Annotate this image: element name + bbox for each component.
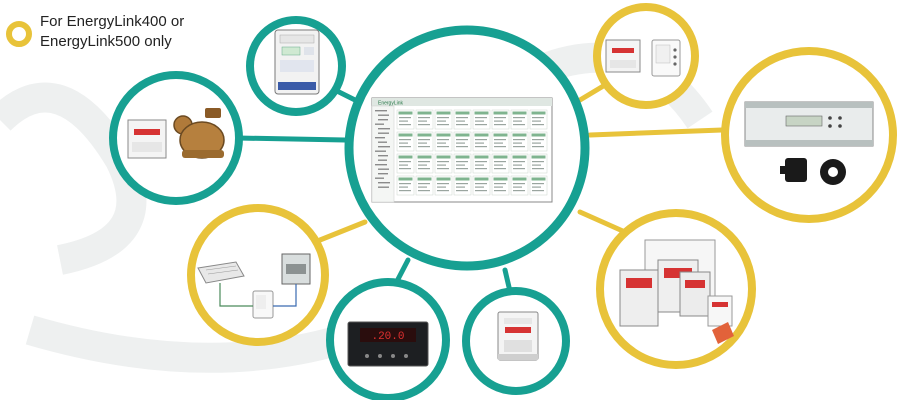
meter-enclosure-icon	[619, 239, 716, 327]
fan-coil-unit-icon	[197, 261, 245, 284]
dashboard-cell	[434, 153, 453, 174]
center-hub: EnergyLink	[344, 25, 590, 271]
connector-controller-ct	[587, 127, 725, 138]
node-din-meter	[462, 287, 570, 395]
dashboard-cell	[453, 109, 472, 130]
dashboard-cell	[510, 131, 529, 152]
dashboard-cell	[453, 175, 472, 196]
legend-line-2: EnergyLink500 only	[40, 33, 172, 50]
dashboard-cell	[491, 153, 510, 174]
panel-meter-icon: .20.0	[347, 321, 429, 367]
connectors	[235, 82, 725, 303]
dashboard-cell	[396, 153, 415, 174]
connector-hvac	[317, 219, 368, 243]
dashboard-cell	[510, 153, 529, 174]
dashboard-cell	[396, 175, 415, 196]
dashboard-cell	[396, 109, 415, 130]
connector-room-sensor	[577, 82, 608, 103]
dashboard-cell	[453, 131, 472, 152]
dashboard-cell	[472, 153, 491, 174]
dashboard-cell	[415, 131, 434, 152]
dashboard-cell	[434, 175, 453, 196]
dashboard-cell	[491, 175, 510, 196]
dashboard-cell	[415, 175, 434, 196]
dashboard-cell	[472, 175, 491, 196]
dashboard-cell	[491, 109, 510, 130]
dashboard-cell	[434, 109, 453, 130]
panel-meter-digits: .20.0	[371, 331, 404, 343]
dashboard-cell	[415, 109, 434, 130]
dashboard-cell	[529, 131, 548, 152]
ct-ring-icon	[820, 159, 846, 185]
dashboard-cell	[472, 109, 491, 130]
node-controller-ct	[721, 47, 897, 223]
thermostat-icon	[651, 39, 681, 77]
legend: For EnergyLink400 or EnergyLink500 only	[6, 10, 206, 54]
ct-clamp-icon	[780, 158, 807, 182]
single-phase-meter-icon	[274, 29, 320, 95]
node-room-sensor	[593, 3, 699, 109]
dashboard-cell	[453, 153, 472, 174]
node-hvac	[187, 204, 329, 346]
din-module-icon	[605, 39, 641, 73]
dashboard-cell	[434, 131, 453, 152]
din-rail-meter-icon	[497, 311, 539, 361]
room-controller-icon	[281, 253, 311, 285]
dashboard-cell	[529, 109, 548, 130]
node-energy-meter-top	[246, 16, 346, 116]
dashboard-cell	[529, 175, 548, 196]
small-meter-icon	[707, 295, 733, 327]
node-multi-meters	[596, 209, 756, 369]
dashboard-cell	[510, 175, 529, 196]
node-panel-meter: .20.0	[326, 278, 450, 400]
dashboard-cell	[472, 131, 491, 152]
din-controller-icon	[744, 101, 874, 147]
connector-multi-meters	[577, 209, 628, 235]
dashboard-cell	[510, 109, 529, 130]
dashboard-cell	[396, 131, 415, 152]
wiring	[219, 283, 297, 307]
pulse-counter-module-icon	[127, 119, 167, 159]
dashboard-cell	[491, 131, 510, 152]
legend-line-1: For EnergyLink400 or	[40, 13, 185, 30]
water-meter-icon	[173, 108, 225, 159]
software-screenshot: EnergyLink	[371, 97, 553, 203]
thermostat-icon	[252, 290, 274, 319]
pulse-sensor-icon	[712, 322, 734, 344]
node-water-meter	[109, 71, 243, 205]
screen-header: EnergyLink	[378, 101, 404, 107]
legend-ring-icon	[6, 21, 32, 47]
dashboard-cell	[415, 153, 434, 174]
legend-text: For EnergyLink400 or EnergyLink500 only	[40, 12, 210, 52]
dashboard-cell	[529, 153, 548, 174]
connector-water-meter	[235, 135, 348, 143]
